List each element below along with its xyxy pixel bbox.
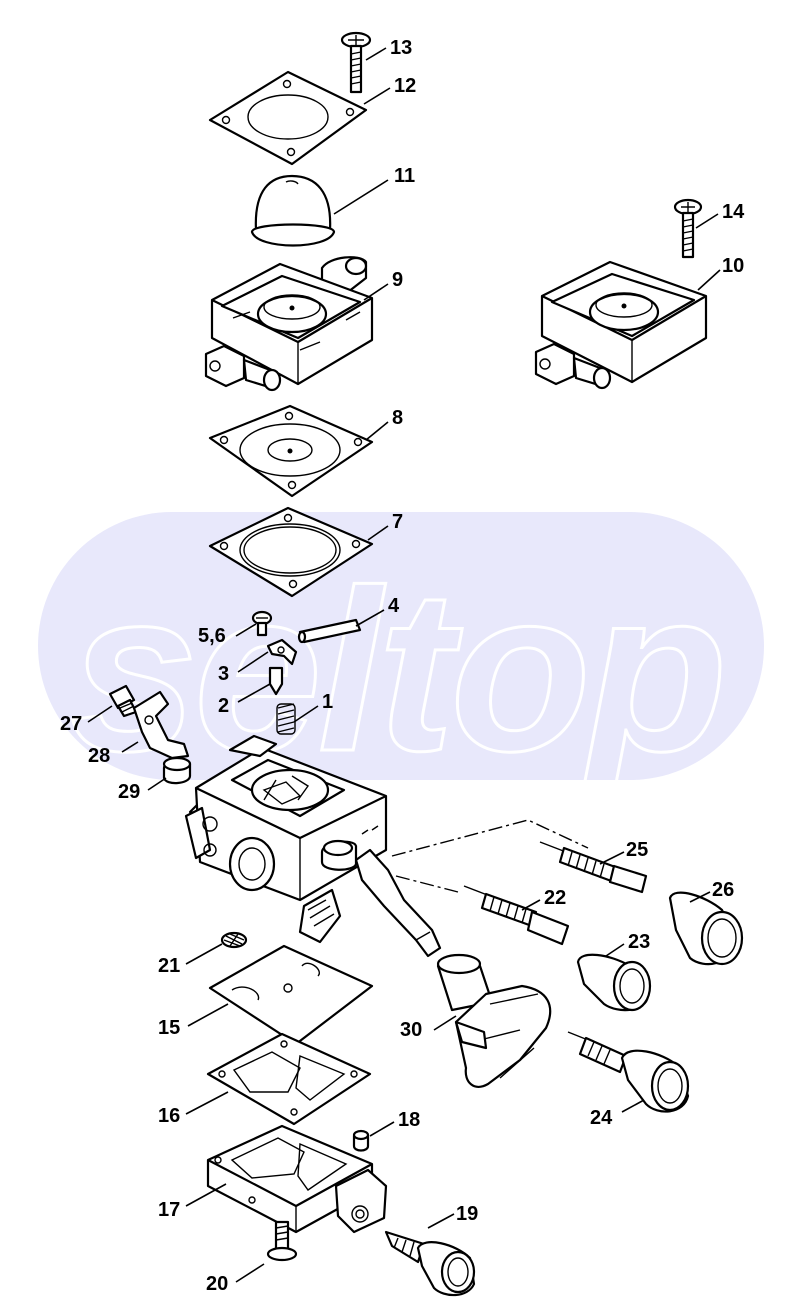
callout-28: 28 (88, 745, 110, 767)
callout-10: 10 (722, 255, 744, 277)
callout-21: 21 (158, 955, 180, 977)
part-14-screw (673, 198, 703, 259)
callout-labels: 13 12 11 14 9 10 8 7 4 5,6 3 2 1 27 28 2… (60, 37, 745, 1295)
part-24-adjusting-screw (567, 1031, 690, 1113)
callout-13: 13 (390, 37, 412, 59)
part-19-adjusting-screw (384, 1230, 476, 1297)
part-25-adjusting-screw (539, 841, 648, 894)
part-5-6-screw (251, 610, 273, 637)
part-22-adjusting-screw (463, 885, 570, 946)
callout-25: 25 (626, 839, 648, 861)
callout-29: 29 (118, 781, 140, 803)
callout-14: 14 (722, 201, 745, 223)
callout-30: 30 (400, 1019, 422, 1041)
callout-26: 26 (712, 879, 734, 901)
part-8-diaphragm (208, 404, 374, 498)
part-12-cover-gasket (208, 70, 368, 166)
leader-lines (87, 47, 721, 1283)
part-20-screw (266, 1220, 298, 1262)
part-3-lever (266, 638, 298, 666)
callout-16: 16 (158, 1105, 180, 1127)
callout-11: 11 (394, 165, 415, 187)
callout-22: 22 (544, 887, 566, 909)
callout-23: 23 (628, 931, 650, 953)
part-27-screw (108, 684, 138, 718)
callout-12: 12 (394, 75, 416, 97)
part-11-primer-bulb (250, 174, 336, 247)
part-21-fuel-screen (220, 931, 248, 949)
part-17-metering-cover (206, 1124, 388, 1234)
callout-2: 2 (218, 695, 229, 717)
part-13-screw (340, 31, 372, 94)
part-23-limiter-cap (576, 953, 652, 1012)
callout-8: 8 (392, 407, 403, 429)
part-30-intake-elbow (436, 953, 552, 1088)
callout-15: 15 (158, 1017, 180, 1039)
part-28-bracket (132, 690, 190, 760)
part-2-inlet-needle (268, 666, 284, 696)
callout-4: 4 (388, 595, 400, 617)
callout-19: 19 (456, 1203, 478, 1225)
callout-20: 20 (206, 1273, 228, 1295)
part-29-bushing (162, 756, 192, 785)
part-9-pump-cover (204, 256, 374, 392)
part-16-gasket (206, 1032, 372, 1126)
watermark-band (38, 512, 764, 780)
callout-3: 3 (218, 663, 229, 685)
carburetor-body (184, 734, 442, 958)
part-1-spring (276, 703, 296, 735)
callout-5-6: 5,6 (198, 625, 226, 647)
callout-18: 18 (398, 1109, 420, 1131)
callout-9: 9 (392, 269, 403, 291)
part-7-gasket (208, 506, 374, 598)
callout-27: 27 (60, 713, 82, 735)
callout-7: 7 (392, 511, 403, 533)
centerline-22 (395, 875, 459, 893)
centerline-25 (391, 819, 589, 857)
part-4-pin (297, 618, 362, 644)
callout-17: 17 (158, 1199, 180, 1221)
part-15-metering-diaphragm (208, 944, 374, 1046)
part-26-limiter-cap (668, 891, 744, 966)
part-10-pump-cover (534, 260, 708, 390)
part-18-plug (352, 1129, 370, 1152)
callout-1: 1 (322, 691, 333, 713)
callout-24: 24 (590, 1107, 613, 1129)
